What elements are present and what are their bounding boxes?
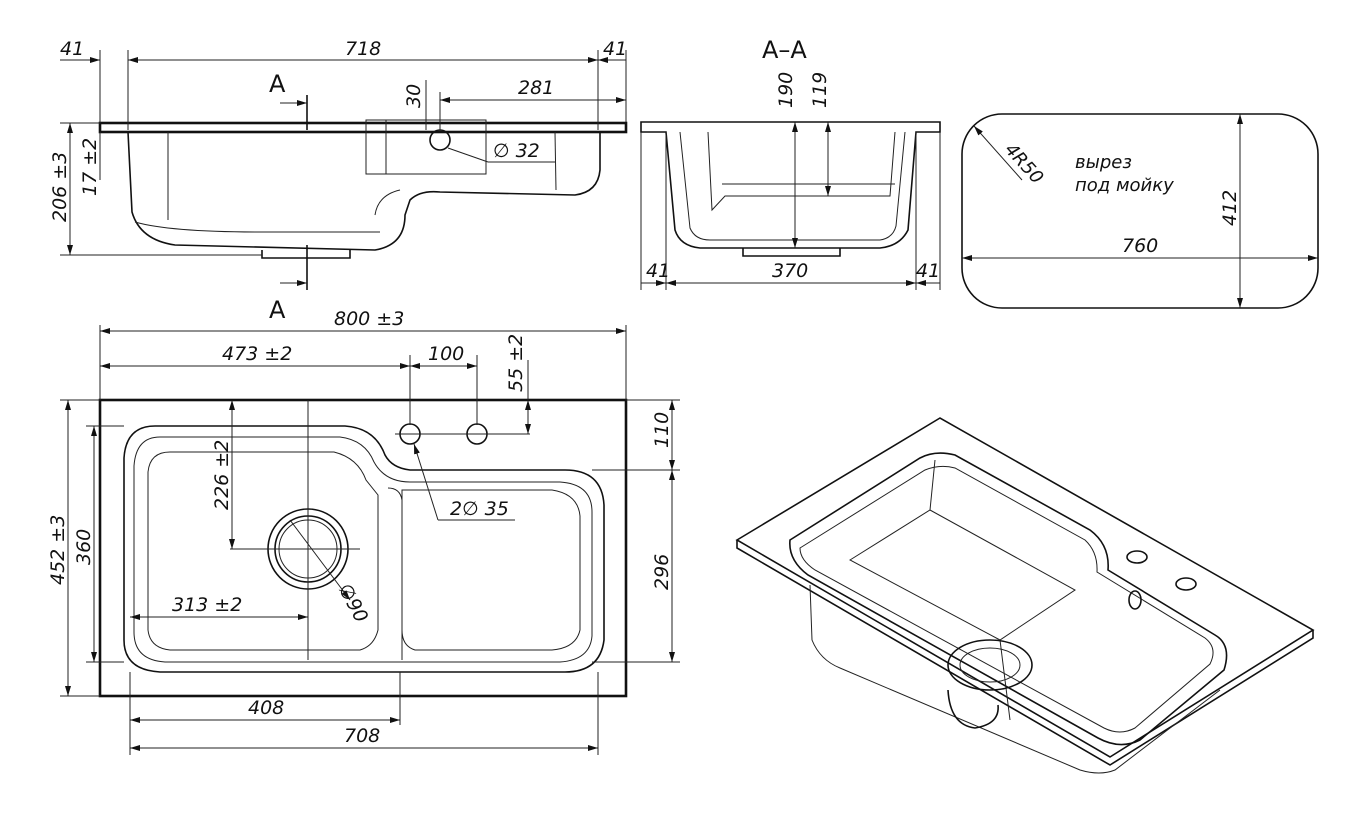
plan-dim-226: 226 ±2 (211, 440, 233, 510)
side-dim-41-right: 41 (603, 38, 627, 60)
iso-bowl-rim (789, 452, 1228, 746)
plan-dim-473: 473 ±2 (222, 343, 292, 365)
side-dim-206: 206 ±3 (49, 152, 71, 222)
plan-dim-55: 55 ±2 (505, 334, 527, 392)
section-mark-bottom: A (269, 296, 286, 324)
side-slab (98, 121, 628, 134)
plan-bowl-outer (123, 425, 605, 673)
plan-dim-110: 110 (651, 412, 673, 448)
cutout-width: 760 (1122, 235, 1158, 257)
side-dim-17: 17 ±2 (79, 138, 101, 196)
plan-dim-313: 313 ±2 (172, 594, 242, 616)
side-dim-281: 281 (518, 77, 554, 99)
plan-dim-100: 100 (428, 343, 464, 365)
plan-dim-2phi35: 2∅ 35 (450, 498, 509, 520)
plan-dim-408: 408 (248, 697, 284, 719)
section-outline (640, 121, 941, 249)
iso-tap-hole-2 (1175, 577, 1197, 591)
side-dim-phi32: ∅ 32 (493, 140, 540, 162)
section-dim-370: 370 (772, 260, 808, 282)
side-view: A A 41 718 41 281 30 ∅ 32 206 ±3 17 ±2 (49, 38, 628, 324)
plan-dim-phi90: ∅90 (334, 580, 373, 626)
iso-slab-top (735, 417, 1315, 758)
cutout-height: 412 (1219, 190, 1241, 226)
section-mark-top: A (269, 70, 286, 98)
cutout-note-line2: под мойку (1075, 175, 1174, 196)
section-dim-41-right: 41 (916, 260, 940, 282)
cutout-view: 4R50 вырез под мойку 760 412 (961, 113, 1319, 309)
plan-dim-296: 296 (651, 554, 673, 590)
plan-dim-800: 800 ±3 (334, 308, 404, 330)
cutout-outline (961, 113, 1319, 309)
section-view: A–A 190 119 41 370 41 (640, 36, 941, 290)
section-dim-190: 190 (775, 72, 797, 108)
plan-dim-708: 708 (344, 725, 380, 747)
side-dim-41-left: 41 (60, 38, 84, 60)
section-dim-41-left: 41 (646, 260, 670, 282)
side-dim-30: 30 (403, 84, 425, 108)
plan-view: 800 ±3 473 ±2 100 55 ±2 110 296 226 ±2 2… (47, 308, 680, 755)
iso-drain (947, 639, 1033, 691)
cutout-note-line1: вырез (1075, 152, 1132, 173)
side-dim-718: 718 (345, 38, 381, 60)
plan-dim-360: 360 (73, 529, 95, 565)
side-drain (261, 250, 351, 259)
plan-slab (98, 398, 628, 698)
side-bowl-outline (127, 131, 601, 251)
isometric-view (735, 417, 1315, 774)
plan-dim-452: 452 ±3 (47, 515, 69, 585)
section-dim-119: 119 (809, 72, 831, 108)
iso-tap-hole-1 (1126, 550, 1148, 564)
section-title: A–A (762, 36, 807, 64)
